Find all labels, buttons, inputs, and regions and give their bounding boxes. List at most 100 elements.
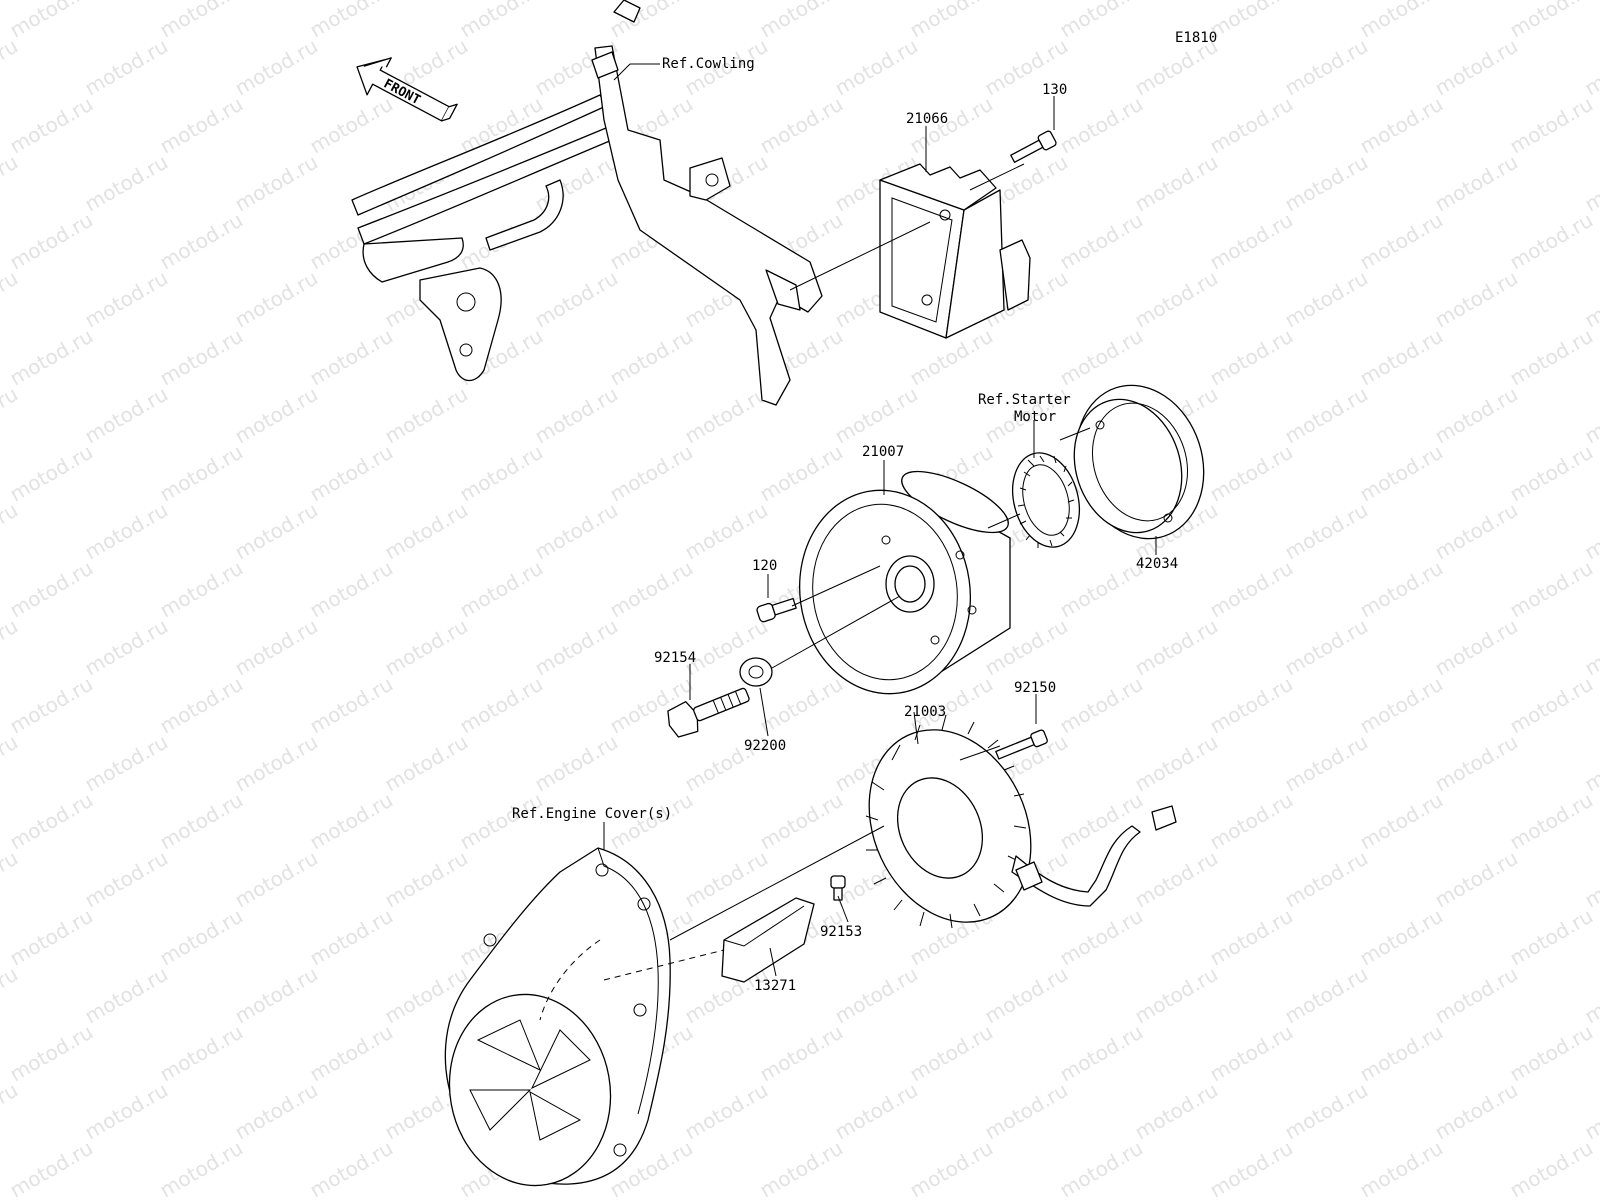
watermark-text: motod.ru: [6, 556, 97, 623]
watermark-text: motod.ru: [456, 0, 547, 42]
watermark-text: motod.ru: [981, 962, 1072, 1029]
watermark-text: motod.ru: [6, 208, 97, 275]
watermark-text: motod.ru: [1581, 150, 1600, 217]
watermark-text: motod.ru: [1431, 846, 1522, 913]
watermark-text: motod.ru: [1506, 788, 1597, 855]
watermark-text: motod.ru: [306, 324, 397, 391]
watermark-text: motod.ru: [306, 556, 397, 623]
watermark-text: motod.ru: [1056, 904, 1147, 971]
watermark-text: motod.ru: [1356, 672, 1447, 739]
watermark-text: motod.ru: [1131, 846, 1222, 913]
watermark-text: motod.ru: [1056, 1136, 1147, 1200]
watermark-text: motod.ru: [1056, 208, 1147, 275]
watermark-text: motod.ru: [81, 34, 172, 101]
watermark-text: motod.ru: [306, 672, 397, 739]
watermark-text: motod.ru: [231, 1078, 322, 1145]
watermark-text: motod.ru: [1431, 266, 1522, 333]
watermark-text: motod.ru: [1356, 1020, 1447, 1087]
watermark-text: motod.ru: [681, 382, 772, 449]
watermark-text: motod.ru: [231, 498, 322, 565]
watermark-text: motod.ru: [0, 846, 22, 913]
diagram-code: E1810: [1175, 30, 1217, 46]
watermark-text: motod.ru: [756, 1020, 847, 1087]
watermark-text: motod.ru: [1581, 730, 1600, 797]
watermark-text: motod.ru: [1206, 92, 1297, 159]
watermark-text: motod.ru: [1056, 556, 1147, 623]
watermark-text: motod.ru: [1356, 440, 1447, 507]
watermark-text: motod.ru: [6, 0, 97, 42]
watermark-text: motod.ru: [681, 846, 772, 913]
watermark-text: motod.ru: [0, 498, 22, 565]
watermark-text: motod.ru: [231, 962, 322, 1029]
watermark-text: motod.ru: [1056, 324, 1147, 391]
watermark-text: motod.ru: [531, 382, 622, 449]
regulator-rectifier-drawing: [879, 163, 1031, 339]
watermark-text: motod.ru: [1431, 150, 1522, 217]
watermark-text: motod.ru: [681, 1078, 772, 1145]
watermark-text: motod.ru: [531, 498, 622, 565]
watermark-text: motod.ru: [1581, 614, 1600, 681]
watermark-text: motod.ru: [231, 266, 322, 333]
watermark-text: motod.ru: [231, 614, 322, 681]
watermark-text: motod.ru: [1281, 730, 1372, 797]
watermark-text: motod.ru: [1131, 150, 1222, 217]
watermark-text: motod.ru: [1056, 788, 1147, 855]
watermark-text: motod.ru: [1581, 382, 1600, 449]
watermark-text: motod.ru: [456, 440, 547, 507]
clutch-cover-drawing: [1073, 384, 1205, 540]
watermark-text: motod.ru: [1131, 962, 1222, 1029]
watermark-text: motod.ru: [306, 1020, 397, 1087]
watermark-text: motod.ru: [1356, 1136, 1447, 1200]
watermark-text: motod.ru: [1131, 614, 1222, 681]
watermark-text: motod.ru: [81, 498, 172, 565]
watermark-text: motod.ru: [1356, 788, 1447, 855]
watermark-text: motod.ru: [606, 440, 697, 507]
part-label-21003: 21003: [904, 704, 946, 720]
watermark-text: motod.ru: [1581, 846, 1600, 913]
watermark-text: motod.ru: [1281, 1078, 1372, 1145]
watermark-text: motod.ru: [231, 150, 322, 217]
watermark-text: motod.ru: [381, 730, 472, 797]
watermark-text: motod.ru: [1431, 1078, 1522, 1145]
watermark-text: motod.ru: [831, 34, 922, 101]
watermark-text: motod.ru: [1056, 0, 1147, 42]
watermark-text: motod.ru: [756, 672, 847, 739]
watermark-text: motod.ru: [1581, 962, 1600, 1029]
part-label-92200: 92200: [744, 738, 786, 754]
watermark-text: motod.ru: [1206, 0, 1297, 42]
watermark-text: motod.ru: [1356, 556, 1447, 623]
watermark-text: motod.ru: [1281, 34, 1372, 101]
ref-starter-label-line1: Ref.Starter: [978, 392, 1071, 408]
watermark-text: motod.ru: [906, 0, 997, 42]
watermark-text: motod.ru: [231, 34, 322, 101]
watermark-text: motod.ru: [831, 1078, 922, 1145]
watermark-text: motod.ru: [756, 1136, 847, 1200]
watermark-text: motod.ru: [6, 1020, 97, 1087]
watermark-text: motod.ru: [6, 672, 97, 739]
watermark-text: motod.ru: [231, 382, 322, 449]
ref-cowling-label: Ref.Cowling: [662, 56, 755, 72]
watermark-text: motod.ru: [531, 614, 622, 681]
watermark-text: motod.ru: [156, 324, 247, 391]
watermark-text: motod.ru: [156, 0, 247, 42]
cable-clamp-drawing: [721, 897, 815, 983]
watermark-text: motod.ru: [306, 788, 397, 855]
watermark-text: motod.ru: [1281, 614, 1372, 681]
rotor-drawing: [798, 470, 1011, 695]
watermark-text: motod.ru: [1431, 382, 1522, 449]
watermark-text: motod.ru: [1431, 962, 1522, 1029]
watermark-text: motod.ru: [0, 962, 22, 1029]
watermark-text: motod.ru: [1506, 324, 1597, 391]
watermark-text: motod.ru: [1581, 498, 1600, 565]
watermark-text: motod.ru: [1356, 208, 1447, 275]
watermark-text: motod.ru: [756, 788, 847, 855]
watermark-text: motod.ru: [6, 904, 97, 971]
watermark-text: motod.ru: [1281, 150, 1372, 217]
part-label-120: 120: [752, 558, 777, 574]
watermark-text: motod.ru: [1206, 324, 1297, 391]
watermark-text: motod.ru: [1431, 498, 1522, 565]
leader-lines: [603, 63, 1157, 977]
watermark-text: motod.ru: [1356, 0, 1447, 42]
watermark-text: motod.ru: [1281, 962, 1372, 1029]
watermark-text: motod.ru: [1281, 266, 1372, 333]
